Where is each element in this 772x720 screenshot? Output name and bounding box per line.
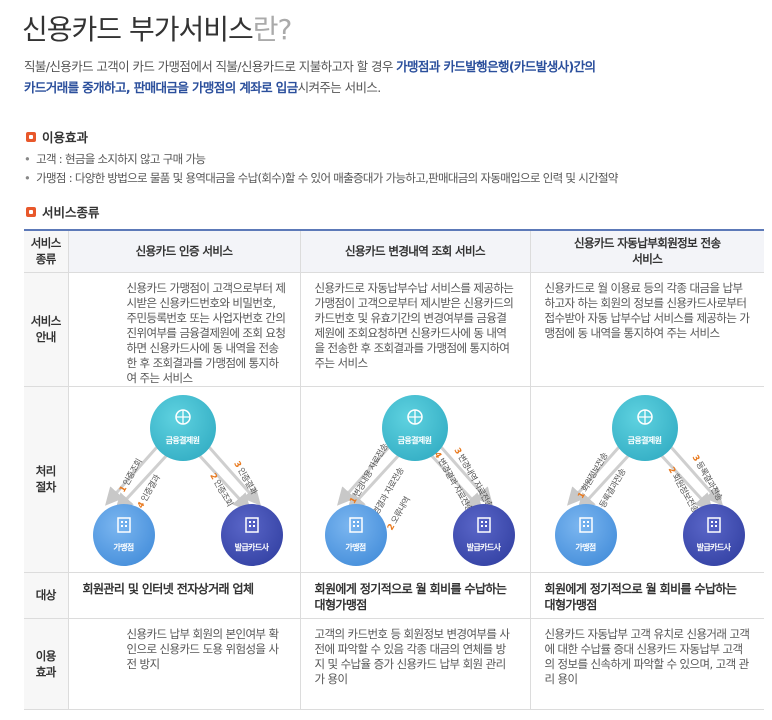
effect-item-customer: 고객 : 현금을 소지하지 않고 구매 가능 — [24, 150, 769, 169]
node-label: 금융결제원 — [165, 435, 200, 445]
flow-arrow — [576, 453, 630, 512]
column-header-change: 신용카드 변경내역 조회 서비스 — [299, 229, 530, 273]
node-label: 발급카드사 — [696, 542, 731, 552]
intro-text: 직불/신용카드 고객이 카드 가맹점에서 직불/신용카드로 지불하고자 할 경우… — [24, 56, 764, 98]
column-header-auth: 신용카드 인증 서비스 — [67, 229, 300, 273]
row-label-kind: 서비스 종류 — [24, 229, 69, 273]
page-title: 신용카드 부가서비스란? — [22, 8, 293, 48]
target-cell-auth: 회원관리 및 인터넷 전자상거래 업체 — [67, 572, 300, 619]
row-label-target: 대상 — [24, 572, 69, 619]
step-label-right: 2 회원정보전송 — [665, 464, 700, 514]
effects-list: 고객 : 현금을 소지하지 않고 구매 가능 가맹점 : 다양한 방법으로 물품… — [24, 150, 769, 188]
flow-arrow — [114, 453, 168, 512]
flow-arrow — [336, 445, 390, 506]
section-bullet-icon — [26, 206, 36, 217]
node-merchant: 가맹점 — [554, 503, 617, 566]
node-label: 발급카드사 — [234, 542, 269, 552]
node-card-issuer: 발급카드사 — [452, 503, 515, 566]
node-merchant: 가맹점 — [92, 503, 155, 566]
node-label: 금융결제원 — [627, 435, 662, 445]
node-label: 가맹점 — [113, 542, 134, 552]
globe-icon — [406, 408, 424, 430]
service-types-heading: 서비스종류 — [26, 202, 100, 221]
column-header-autopay: 신용카드 자동납부회원정보 전송 서비스 — [529, 229, 764, 273]
building-icon — [243, 515, 261, 537]
node-label: 가맹점 — [575, 542, 596, 552]
guide-cell-auth: 신용카드 가맹점이 고객으로부터 제시받은 신용카드번호와 비밀번호, 주민등록… — [67, 272, 300, 387]
building-icon — [347, 515, 365, 537]
service-table: 서비스 종류 신용카드 인증 서비스 신용카드 변경내역 조회 서비스 신용카드… — [24, 229, 764, 710]
flow-arrow — [429, 453, 483, 512]
target-cell-change: 회원에게 정기적으로 월 회비를 수납하는 대형가맹점 — [299, 572, 530, 619]
flow-arrow — [207, 445, 261, 506]
page-title-suffix: 란? — [252, 13, 293, 46]
row-label-effect: 이용 효과 — [24, 618, 69, 710]
effects-heading: 이용효과 — [26, 127, 88, 146]
effect-item-merchant: 가맹점 : 다양한 방법으로 물품 및 용역대금을 수납(회수)할 수 있어 매… — [24, 169, 769, 188]
globe-icon — [174, 408, 192, 430]
target-cell-autopay: 회원에게 정기적으로 월 회비를 수납하는 대형가맹점 — [529, 572, 764, 619]
flow-arrow — [669, 445, 723, 506]
building-icon — [577, 515, 595, 537]
node-card-issuer: 발급카드사 — [682, 503, 745, 566]
row-label-guide: 서비스 안내 — [24, 272, 69, 387]
effects-heading-label: 이용효과 — [42, 130, 89, 145]
flow-arrow — [346, 453, 400, 512]
globe-icon — [636, 408, 654, 430]
page-title-main: 신용카드 부가서비스 — [22, 13, 254, 46]
node-kftc: 금융결제원 — [149, 394, 216, 461]
flow-arrow — [104, 445, 158, 506]
intro-part4: 시켜주는 서비스. — [297, 80, 382, 95]
node-kftc: 금융결제원 — [611, 394, 678, 461]
section-bullet-icon — [26, 131, 36, 142]
node-label: 금융결제원 — [397, 435, 432, 445]
flow-arrow — [439, 445, 493, 506]
flow-arrow — [197, 453, 251, 512]
guide-cell-change: 신용카드로 자동납부수납 서비스를 제공하는 가맹점이 고객으로부터 제시받은 … — [299, 272, 530, 387]
flow-arrow — [659, 453, 713, 512]
node-kftc: 금융결제원 — [381, 394, 448, 461]
building-icon — [475, 515, 493, 537]
guide-cell-autopay: 신용카드로 월 이용료 등의 각종 대금을 납부하고자 하는 회원의 정보를 신… — [529, 272, 764, 387]
row-label-process: 처리 절차 — [24, 386, 69, 573]
node-card-issuer: 발급카드사 — [220, 503, 283, 566]
intro-highlight-1: 가맹점과 카드발행은행(카드발생사)간의 — [396, 59, 596, 74]
node-merchant: 가맹점 — [324, 503, 387, 566]
node-label: 가맹점 — [345, 542, 366, 552]
step-label-left: 1 인증조회 — [116, 457, 144, 494]
effect-cell-change: 고객의 카드번호 등 회원정보 변경여부를 사전에 파악할 수 있음 각종 대금… — [299, 618, 530, 710]
effect-cell-auth: 신용카드 납부 회원의 본인여부 확인으로 신용카드 도용 위험성을 사전 방지 — [67, 618, 300, 710]
building-icon — [115, 515, 133, 537]
step-label-right: 3 등록결과전송 — [689, 452, 724, 502]
service-types-heading-label: 서비스종류 — [42, 205, 100, 220]
node-label: 발급카드사 — [466, 542, 501, 552]
step-label-left: 4 인증결과 — [134, 472, 162, 510]
intro-part1: 직불/신용카드 고객이 카드 가맹점에서 직불/신용카드로 지불하고자 할 경우 — [24, 59, 397, 74]
flow-arrow — [566, 445, 620, 506]
effect-cell-autopay: 신용카드 자동납부 고객 유치로 신용거래 고객에 대한 수납률 증대 신용카드… — [529, 618, 764, 710]
building-icon — [705, 515, 723, 537]
intro-highlight-2: 카드거래를 중개하고, 판매대금을 가맹점의 계좌로 입금 — [24, 80, 298, 95]
